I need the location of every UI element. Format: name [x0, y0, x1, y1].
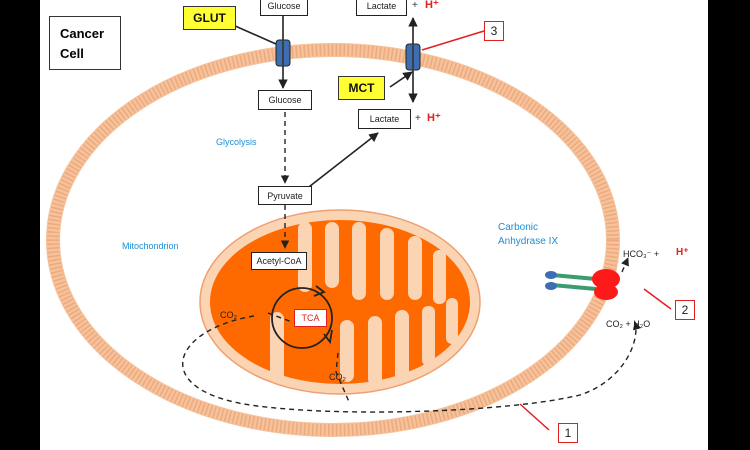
glycolysis-label: Glycolysis: [216, 137, 257, 147]
callout-1: 1: [558, 423, 578, 443]
plus-inside: +: [415, 113, 421, 124]
tca-box: TCA: [294, 309, 327, 327]
solid-arrows: [207, 13, 418, 191]
mitochondrion-cristae: [270, 222, 458, 386]
co2-h2o-label: CO₂ + H₂O: [606, 319, 651, 329]
carbonic-anhydrase-enzyme-icon: [545, 269, 620, 300]
co2-tca-label: CO₂: [329, 372, 346, 382]
lactate-outside-box: Lactate: [356, 0, 407, 16]
hco3-label: HCO₃⁻ +: [623, 249, 660, 259]
callout-leaders: [421, 30, 672, 431]
carbonic-anhydrase-line2: Anhydrase IX: [498, 236, 559, 247]
diagram-svg: [46, 13, 672, 437]
callout-3: 3: [484, 21, 504, 41]
plus-outside: +: [412, 0, 418, 11]
cell-title-line1: Cancer: [60, 26, 105, 41]
diagram-canvas: Cancer Cell GLUT MCT Glucose Lactate Glu…: [40, 0, 708, 450]
h-plus-outside: H⁺: [425, 0, 439, 11]
glucose-outside-box: Glucose: [260, 0, 308, 16]
cell-title-line2: Cell: [60, 46, 84, 61]
co2-mito-label: CO₂: [220, 310, 237, 320]
glucose-inside-box: Glucose: [258, 90, 312, 110]
cell-membrane-pattern: [47, 44, 619, 436]
h-plus-inside: H⁺: [427, 112, 441, 124]
mct-label: MCT: [338, 76, 385, 100]
glut-label: GLUT: [183, 6, 236, 30]
mitochondrion-label: Mitochondrion: [122, 241, 179, 251]
carbonic-anhydrase-line1: Carbonic: [498, 222, 539, 233]
tca-cycle-ring: [271, 285, 333, 349]
callout-2: 2: [675, 300, 695, 320]
hco3-h-plus: H⁺: [676, 247, 689, 258]
pyruvate-box: Pyruvate: [258, 186, 312, 205]
cell-title-box: Cancer Cell: [49, 16, 121, 70]
lactate-inside-box: Lactate: [358, 109, 411, 129]
acetyl-coa-box: Acetyl-CoA: [251, 252, 307, 270]
